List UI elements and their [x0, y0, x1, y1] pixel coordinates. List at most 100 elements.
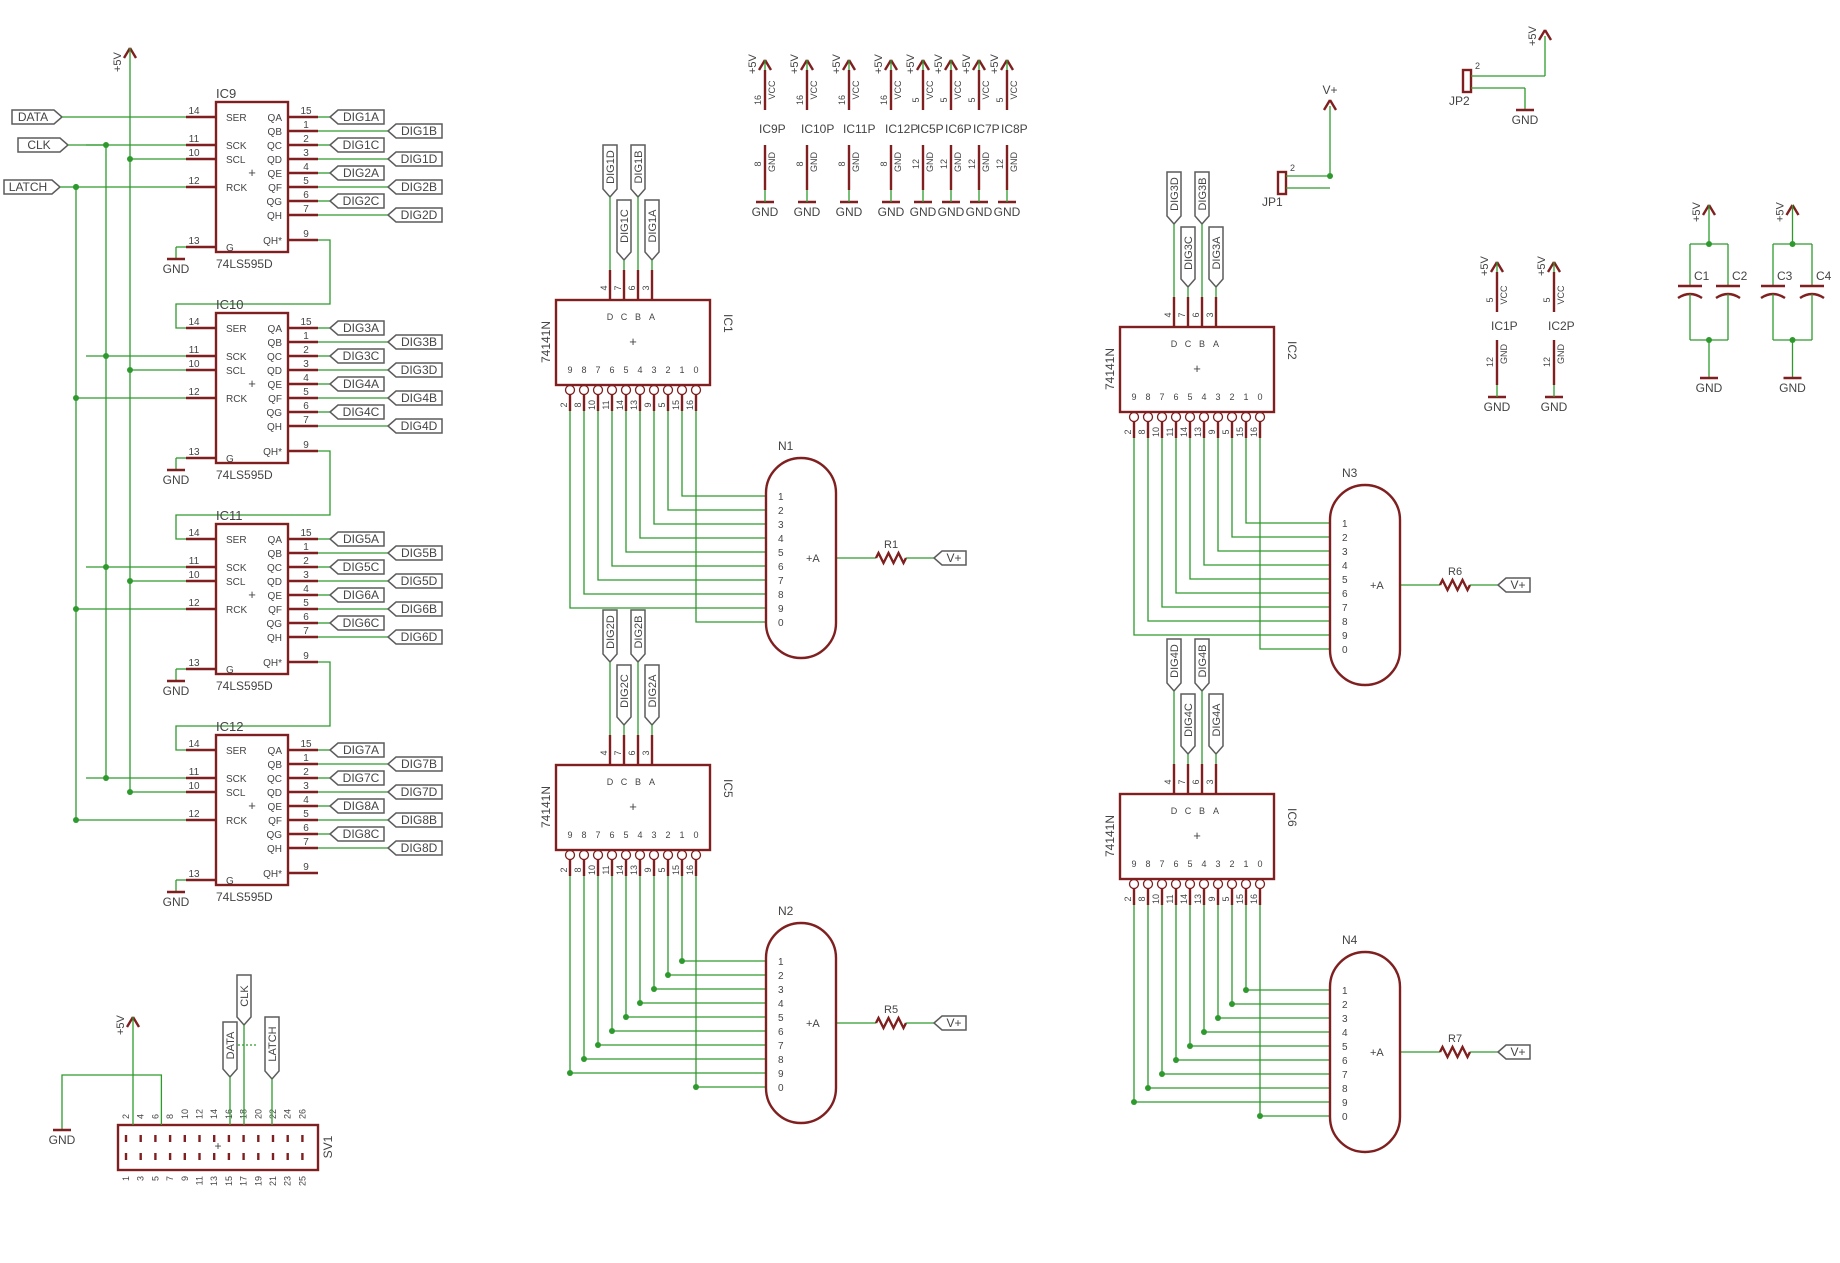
- pin-name: QA: [268, 324, 283, 335]
- gnd-label: GND: [1541, 400, 1568, 414]
- pin-name: GND: [953, 152, 963, 173]
- pin-number: 11: [1165, 427, 1175, 436]
- pin-name: QF: [268, 816, 282, 827]
- pin-number: 6: [627, 750, 637, 755]
- pin-name: QH: [267, 844, 282, 855]
- junction-dot: [1706, 241, 1712, 247]
- supply-arrow: [757, 59, 767, 71]
- supply-arrow: [999, 59, 1009, 71]
- segment-wire: [1245, 905, 1330, 991]
- output-flag-dig6c-text: DIG6C: [343, 616, 380, 630]
- header-flag-latch-text: LATCH: [267, 1026, 279, 1061]
- tube-pin-name: 8: [778, 1055, 784, 1066]
- supply-label: +5V: [905, 53, 917, 74]
- tube-pin-name: 2: [1342, 1000, 1348, 1011]
- pin-name: QG: [266, 408, 282, 419]
- supply-arrow: [889, 59, 899, 71]
- pin-number: 12: [911, 159, 921, 169]
- pin-number: 16: [1249, 427, 1259, 437]
- output-flag-dig4b-text: DIG4B: [401, 391, 437, 405]
- pin-number: 15: [300, 317, 312, 328]
- pin-number: 4: [303, 584, 309, 595]
- pin-number: 7: [613, 750, 623, 755]
- pin-number: 23: [283, 1176, 293, 1186]
- junction-dot: [651, 986, 657, 992]
- input-flag-clk-text: CLK: [27, 138, 50, 152]
- ic-origin-mark: +: [629, 799, 637, 814]
- segment-wire: [1259, 438, 1330, 650]
- pin-number: 6: [303, 190, 309, 201]
- pin-name: QH: [267, 422, 282, 433]
- supply-flag-vplus: [1496, 577, 1531, 593]
- pin-number: 16: [1249, 894, 1259, 904]
- supply-arrow: [1552, 261, 1562, 273]
- tube-anode-label: +A: [1370, 580, 1384, 592]
- pin-number: 1: [303, 120, 309, 131]
- ic-origin-mark: +: [1193, 828, 1201, 843]
- pin-name: 4: [637, 830, 642, 840]
- ic-power-ref: IC10P: [801, 122, 834, 136]
- pin-name: 8: [1145, 392, 1150, 402]
- tube-pin-name: 1: [1342, 986, 1348, 997]
- pin-name: SCK: [226, 352, 247, 363]
- output-flag-dig1d: [386, 151, 443, 167]
- pin-name: QH*: [263, 236, 282, 247]
- pin-number: 2: [303, 134, 309, 145]
- supply-flag-vplus-text: V+: [1510, 1045, 1525, 1059]
- pin-number: 1: [121, 1176, 131, 1181]
- pin-name: 9: [567, 365, 572, 375]
- input-flag-dig1d: [602, 144, 618, 199]
- pin-number: 9: [303, 862, 309, 873]
- input-flag-dig4c-text: DIG4C: [1183, 703, 1195, 737]
- pin-name: SCL: [226, 577, 246, 588]
- pin-name: D: [1171, 339, 1178, 349]
- pin-name: SCL: [226, 788, 246, 799]
- ic-model: 74141N: [539, 321, 553, 363]
- supply-label: +5V: [989, 53, 1001, 74]
- resistor-zigzag: [874, 550, 908, 566]
- pin-number: 13: [188, 447, 200, 458]
- shift-register-ic10: IC1074LS595D+SER14SCK11SCL10RCK12G13QA15…: [73, 297, 443, 540]
- pin-name: 5: [623, 365, 628, 375]
- input-flag-dig3b-text: DIG3B: [1197, 177, 1209, 210]
- header-body: [116, 1123, 320, 1172]
- input-flag-latch-text: LATCH: [9, 180, 47, 194]
- input-flag-dig1b-text: DIG1B: [633, 150, 645, 183]
- shift-register-ic9: IC974LS595D+SER14SCK11SCL10RCK12G13QA15Q…: [73, 86, 443, 329]
- pin-number: 6: [1191, 312, 1201, 317]
- pin-number: 11: [1165, 894, 1175, 903]
- pin-name: QF: [268, 183, 282, 194]
- tube-pin-name: 6: [1342, 589, 1348, 600]
- pin-number: 12: [1542, 357, 1552, 367]
- pin-name: VCC: [1009, 80, 1019, 100]
- ic-body: [554, 763, 712, 852]
- tube-pin-name: 9: [778, 1069, 784, 1080]
- ic-power-ref: IC1P: [1491, 319, 1518, 333]
- output-flag-dig8c: [328, 826, 385, 842]
- pin-number: 22: [268, 1109, 278, 1119]
- pin-number: 12: [995, 159, 1005, 169]
- pin-name: 9: [1131, 859, 1136, 869]
- supply-label: +5V: [789, 53, 801, 74]
- pin-number: 3: [303, 781, 309, 792]
- pin-number: 5: [1485, 297, 1495, 302]
- pin-bubble: [1128, 411, 1140, 423]
- pin-number: 15: [1235, 894, 1245, 904]
- pin-name: B: [1199, 806, 1205, 816]
- pin-number: 7: [303, 415, 309, 426]
- pin-bubble: [690, 849, 702, 861]
- input-flag-dig4a: [1208, 693, 1224, 756]
- junction-dot: [693, 1084, 699, 1090]
- pin-bubble: [676, 384, 688, 396]
- input-flag-dig2c-text: DIG2C: [619, 674, 631, 708]
- pin-bubble: [662, 849, 674, 861]
- pin-number: 16: [753, 95, 763, 105]
- supply-arrow: [1489, 261, 1499, 273]
- junction-dot: [609, 1028, 615, 1034]
- pin-bubble: [1212, 411, 1224, 423]
- pin-number: 7: [165, 1176, 175, 1181]
- pin-number: 4: [1163, 779, 1173, 784]
- pin-number: 5: [1542, 297, 1552, 302]
- supply-arrow: [131, 1016, 141, 1028]
